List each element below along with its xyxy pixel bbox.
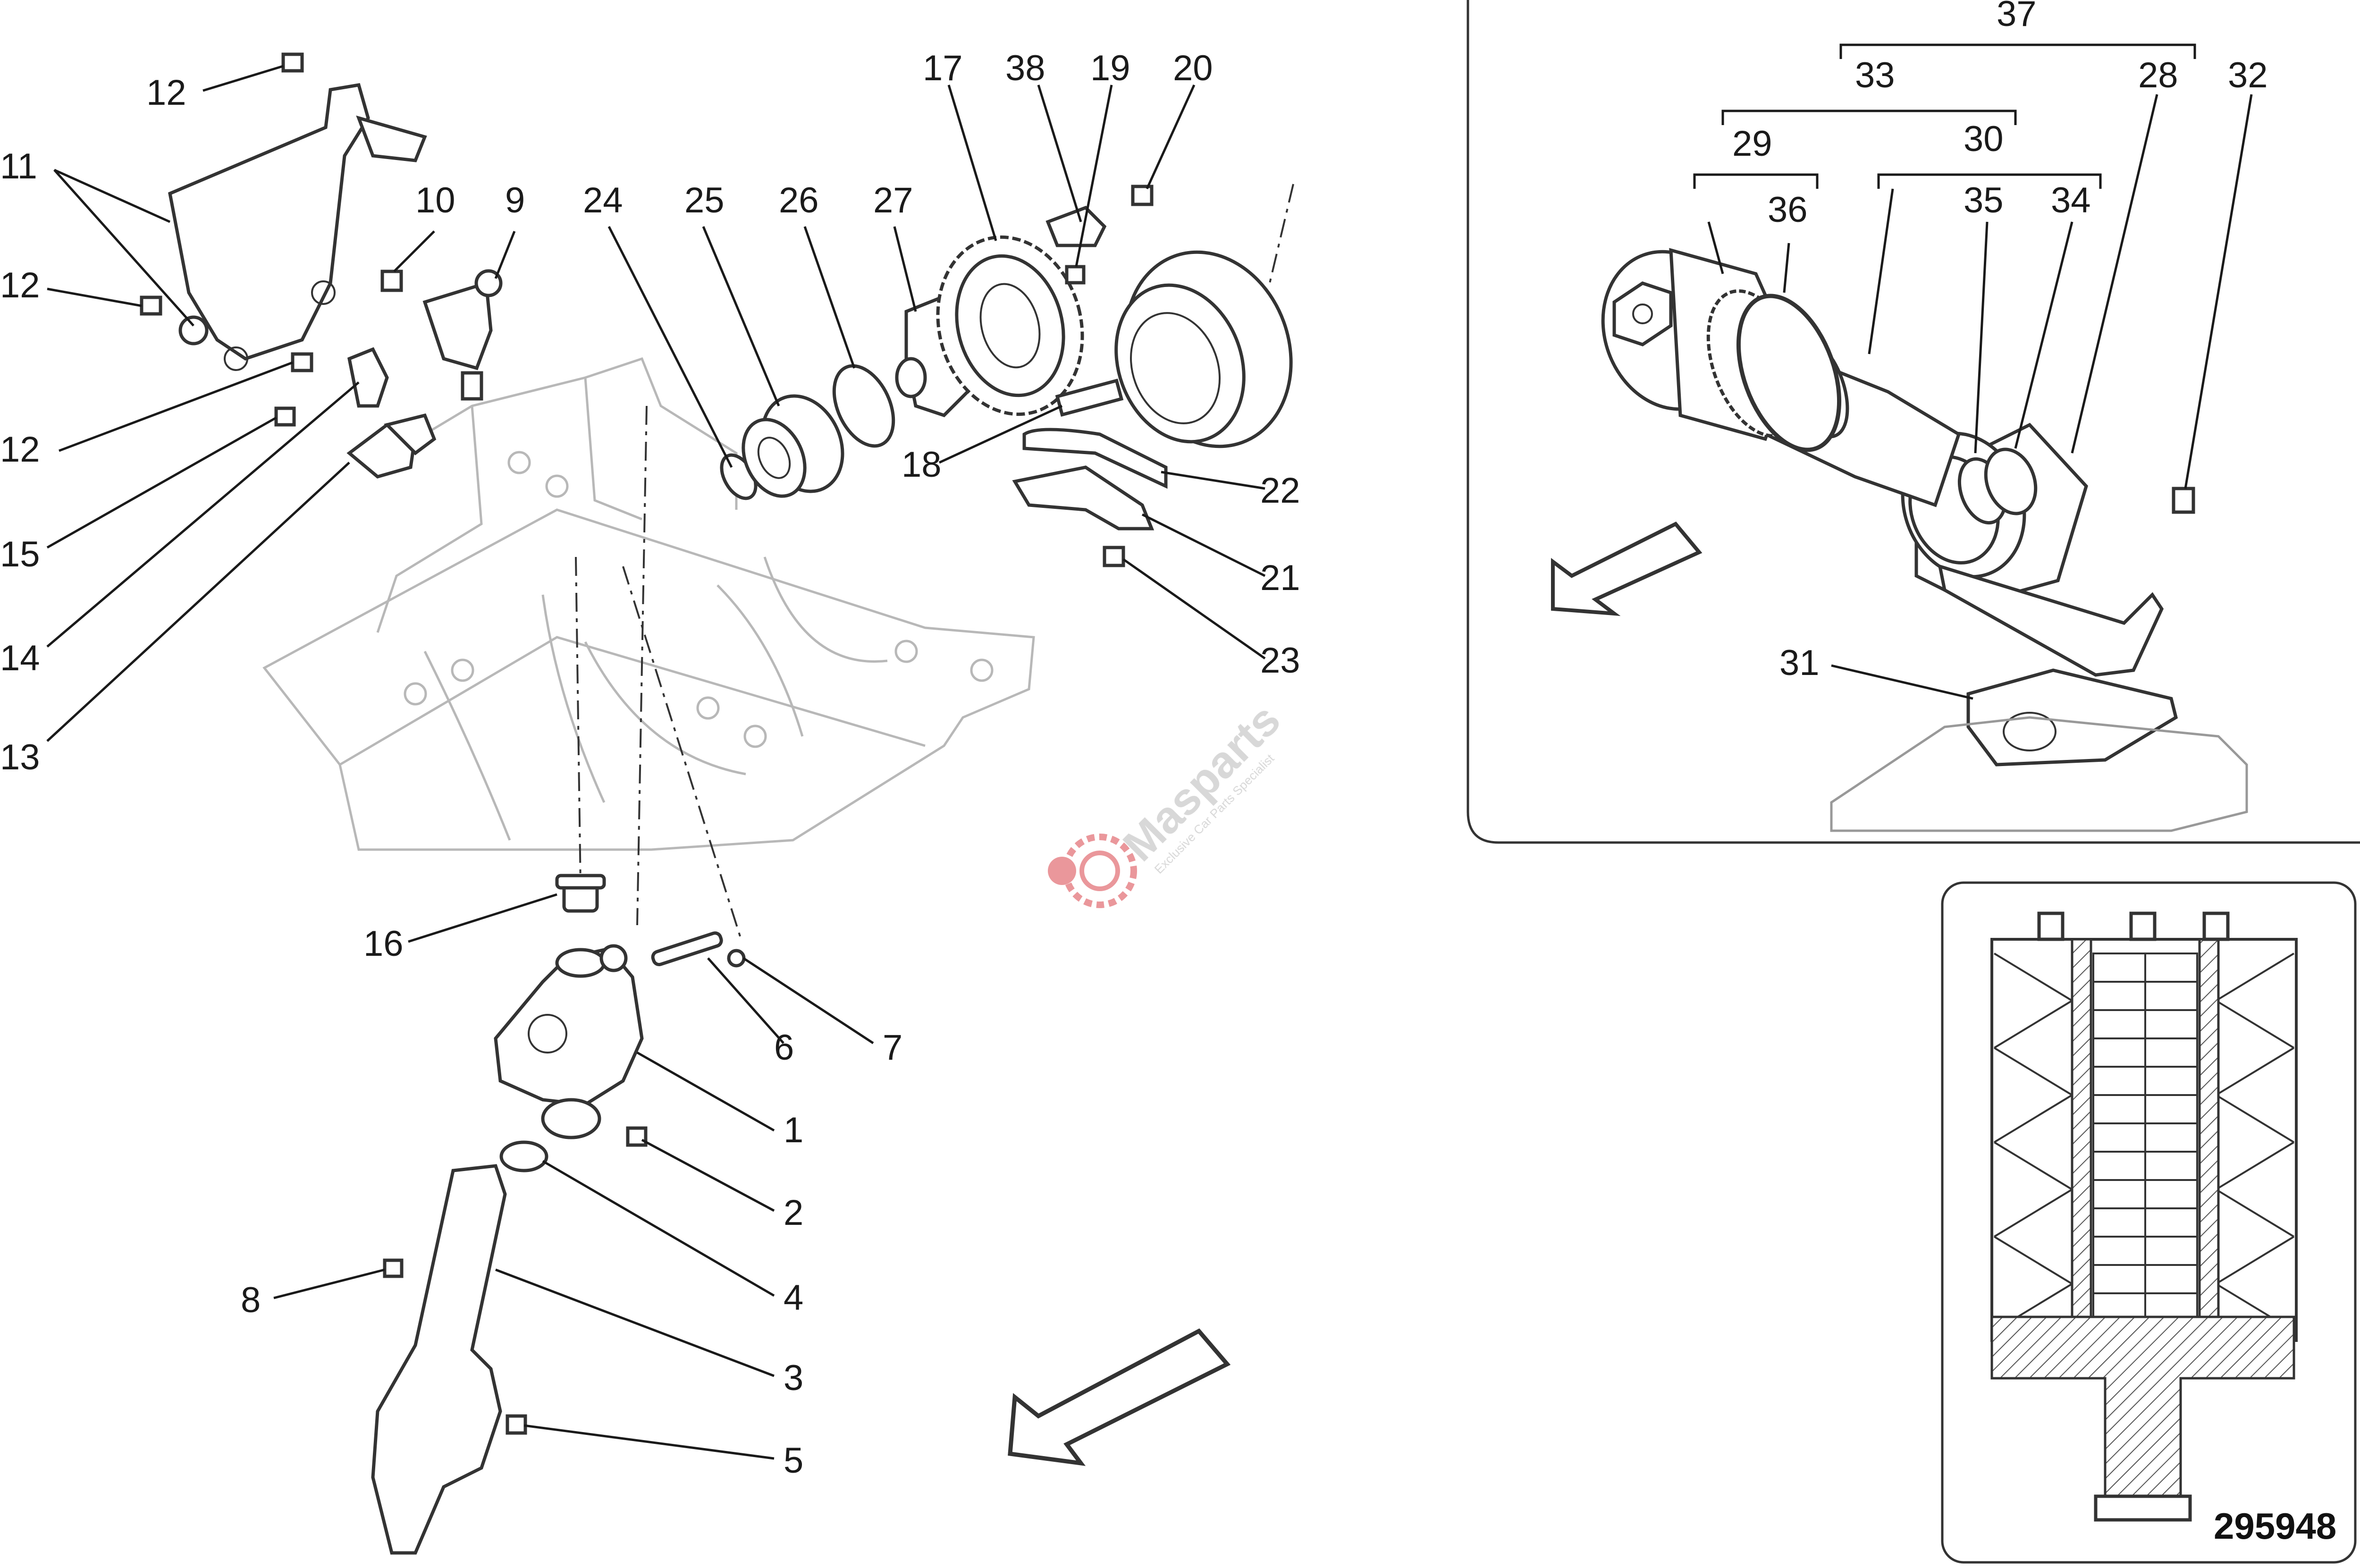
- callout-38: 38: [1005, 48, 1045, 88]
- bracket-13: [346, 413, 437, 479]
- bolt-12-mid: [140, 295, 162, 316]
- engine-head-fragment: [1830, 716, 2248, 832]
- callout-33: 33: [1855, 55, 1895, 95]
- bolt-23: [1103, 546, 1125, 567]
- callout-6: 6: [774, 1028, 794, 1068]
- callout-35: 35: [1964, 180, 2004, 220]
- pin-6: [651, 931, 723, 967]
- oring-34: [1984, 447, 2038, 515]
- callout-9: 9: [505, 180, 525, 220]
- bolt-10: [380, 270, 403, 292]
- callout-29: 29: [1732, 124, 1772, 164]
- ball-7: [727, 949, 746, 968]
- callout-4: 4: [784, 1278, 803, 1318]
- callout-25: 25: [684, 180, 725, 220]
- oil-filter-inset-frame: [1467, 0, 2360, 844]
- callout-7: 7: [883, 1028, 902, 1068]
- circlip-26: [832, 364, 895, 448]
- oring-4: [499, 1140, 548, 1172]
- pickup-pipe-3: [371, 1164, 507, 1555]
- callout-3: 3: [784, 1358, 803, 1398]
- cam-sensor-9: [422, 269, 503, 401]
- callout-16: 16: [363, 924, 404, 964]
- callout-19: 19: [1090, 48, 1130, 88]
- chain-guide-22: [1022, 428, 1168, 489]
- callout-12-low: 12: [0, 430, 40, 470]
- callout-31: 31: [1779, 643, 1820, 683]
- diagram-number: 295948: [2214, 1505, 2336, 1547]
- shoe-21: [1012, 465, 1155, 531]
- callout-32: 32: [2228, 55, 2268, 95]
- bolt-8: [383, 1258, 404, 1278]
- callout-2: 2: [784, 1193, 803, 1233]
- sprocket-17: [936, 235, 1084, 416]
- callout-8: 8: [241, 1280, 261, 1320]
- bolt-12-top: [281, 52, 304, 73]
- bolt-32: [2172, 487, 2195, 514]
- group-brackets: [1693, 43, 2196, 189]
- callout-17: 17: [923, 48, 963, 88]
- callout-27: 27: [873, 180, 913, 220]
- bracket-14: [347, 347, 389, 408]
- gasket-31: [1966, 668, 2178, 767]
- bolt-12-low: [291, 352, 313, 372]
- bolt-20: [1131, 185, 1154, 206]
- callout-5: 5: [784, 1441, 803, 1481]
- callout-13: 13: [0, 737, 40, 777]
- filter-section-inset-frame: [1941, 881, 2357, 1564]
- callout-30: 30: [1964, 119, 2004, 159]
- tensioner-38: [1045, 205, 1107, 247]
- front-direction-arrow-inset: [1551, 522, 1703, 616]
- callout-10: 10: [415, 180, 455, 220]
- watermark-brand: Masparts: [1113, 694, 1290, 871]
- callout-34: 34: [2051, 180, 2091, 220]
- callout-14: 14: [0, 638, 40, 678]
- callout-1: 1: [784, 1110, 803, 1150]
- bolt-5: [506, 1414, 527, 1435]
- gear-logo-icon: [1048, 834, 1137, 908]
- callout-28: 28: [2138, 55, 2178, 95]
- callout-22: 22: [1260, 471, 1300, 511]
- nut-19: [1065, 265, 1086, 285]
- callout-20: 20: [1173, 48, 1213, 88]
- bolt-15: [274, 406, 296, 427]
- filter-cross-section: [1990, 911, 2298, 1522]
- leader-lines: [46, 65, 2253, 1460]
- clutch-drum: [1114, 250, 1293, 448]
- front-direction-arrow-main: [1008, 1328, 1231, 1466]
- callout-37: 37: [1997, 0, 2037, 34]
- plug-16: [555, 874, 606, 913]
- washer-11: [178, 315, 209, 346]
- callout-11: 11: [0, 146, 37, 186]
- oil-pump-1: [494, 944, 644, 1139]
- callout-labels: 1 2 3 4 5 6 7 8 9 10 11 12 12 12 13 14 1…: [0, 0, 2268, 1481]
- bearing-25: [742, 394, 844, 498]
- callout-36: 36: [1768, 190, 1808, 230]
- callout-21: 21: [1260, 558, 1300, 598]
- bolt-2: [626, 1126, 648, 1147]
- assembly-axis-lines: [575, 184, 1294, 940]
- engine-block-outline: [262, 357, 1035, 851]
- callout-24: 24: [583, 180, 623, 220]
- chain-guide-bracket: [168, 83, 427, 371]
- chain-link-18: [1055, 379, 1124, 417]
- masparts-watermark: Masparts Exclusive Car Parts Specialist: [1048, 694, 1290, 908]
- callout-12-mid: 12: [0, 265, 40, 305]
- callout-18: 18: [902, 445, 942, 485]
- callout-23: 23: [1260, 641, 1300, 681]
- callout-15: 15: [0, 534, 40, 574]
- callout-26: 26: [779, 180, 819, 220]
- oring-36: [1736, 294, 1842, 452]
- callout-12-top: 12: [146, 73, 186, 113]
